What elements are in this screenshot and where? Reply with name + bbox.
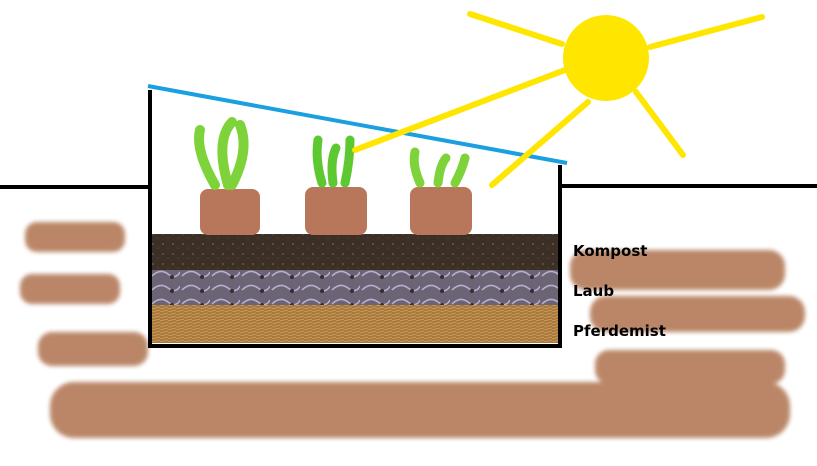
layer-pferdemist: [152, 305, 560, 343]
seedling: [409, 147, 472, 235]
label-pferdemist: Pferdemist: [573, 322, 666, 340]
glass-cover: [147, 84, 568, 165]
soil-stroke: [595, 350, 785, 384]
soil-strokes: [20, 222, 805, 438]
plant-leaves: [194, 117, 249, 190]
sun-icon: [352, 11, 765, 188]
seedling: [194, 117, 260, 235]
sun-ray: [633, 89, 686, 158]
soil-stroke: [50, 382, 790, 438]
pot: [200, 189, 260, 235]
soil-stroke: [20, 274, 120, 304]
sun-ray: [647, 14, 765, 50]
seedlings: [194, 117, 472, 235]
label-kompost: Kompost: [573, 242, 648, 260]
soil-stroke: [25, 222, 125, 252]
label-laub: Laub: [573, 282, 615, 300]
plant-leaves: [409, 147, 470, 188]
pot: [410, 187, 472, 235]
plant-leaves: [312, 135, 355, 188]
pot: [305, 187, 367, 235]
layer-laub: [152, 270, 560, 306]
soil-stroke: [590, 296, 805, 332]
layer-kompost: [152, 234, 560, 272]
seedling: [305, 135, 367, 235]
sun-ray: [489, 99, 591, 188]
sun-disc: [563, 15, 649, 101]
soil-stroke: [38, 332, 148, 366]
soil-stroke: [570, 250, 785, 290]
sun-ray: [467, 11, 565, 47]
sun-ray: [352, 67, 568, 153]
bed-frame: [148, 90, 562, 348]
